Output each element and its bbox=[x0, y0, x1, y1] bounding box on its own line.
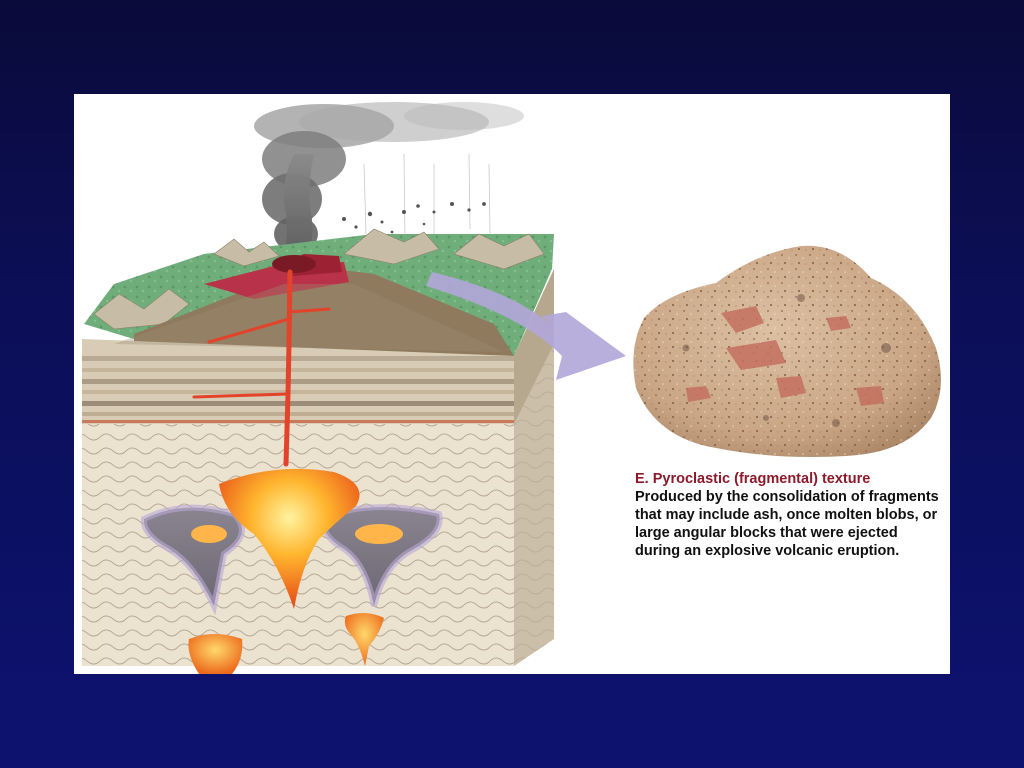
pyroclastic-rock-sample bbox=[633, 245, 941, 457]
rock-clasts bbox=[686, 306, 884, 406]
caption-title: E. Pyroclastic (fragmental) texture bbox=[635, 471, 871, 487]
magma-pocket-right bbox=[344, 612, 384, 666]
ejected-fragments bbox=[342, 202, 486, 234]
side-magma-chambers bbox=[140, 504, 443, 616]
mountains bbox=[93, 228, 545, 330]
volcano-block-diagram bbox=[82, 102, 626, 674]
magma-conduit bbox=[192, 269, 331, 467]
falling-ash bbox=[363, 153, 491, 245]
magma-pocket-left bbox=[188, 634, 243, 674]
rock-strata bbox=[82, 284, 514, 424]
lavender-curved-arrow bbox=[426, 272, 626, 380]
main-magma-chamber bbox=[219, 468, 360, 609]
figure-caption: E. Pyroclastic (fragmental) texture Prod… bbox=[635, 470, 945, 560]
figure-panel: E. Pyroclastic (fragmental) texture Prod… bbox=[74, 94, 950, 674]
caption-body: Produced by the consolidation of fragmen… bbox=[635, 489, 939, 559]
